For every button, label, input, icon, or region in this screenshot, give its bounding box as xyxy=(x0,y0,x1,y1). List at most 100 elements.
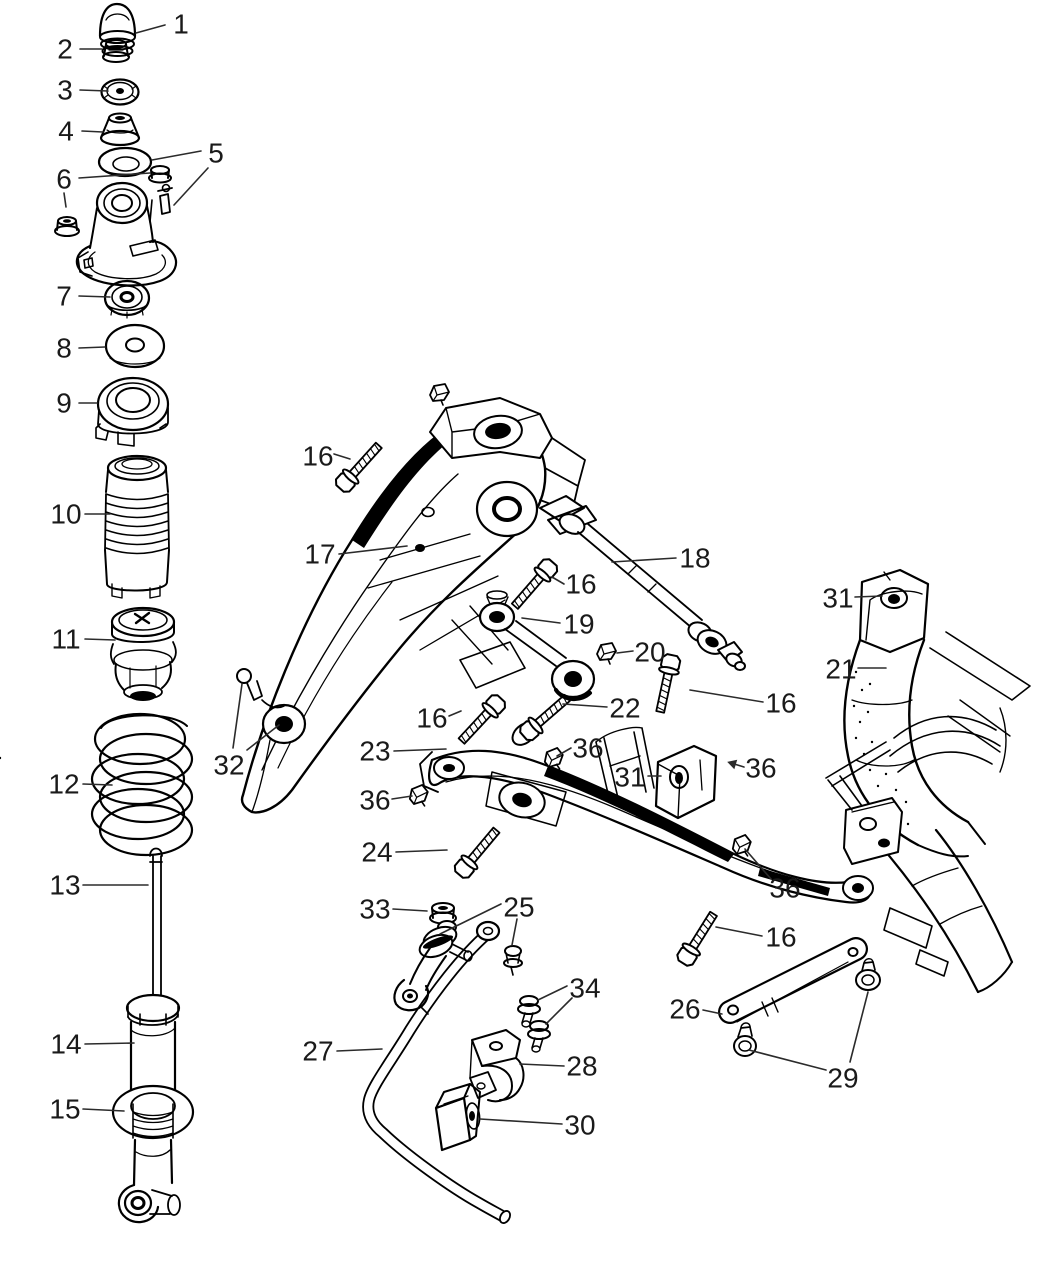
callout-18: 18 xyxy=(611,543,711,574)
leader-line xyxy=(519,1063,565,1067)
leader-line xyxy=(84,638,116,641)
leader-line xyxy=(702,1009,723,1015)
part-number-label: 33 xyxy=(359,894,390,925)
isolator-bushing xyxy=(99,112,141,147)
callout-31: 31 xyxy=(822,583,883,614)
part-number-label: 1 xyxy=(173,9,189,40)
link-screw xyxy=(503,945,523,976)
leader-line xyxy=(611,557,677,563)
leader-line xyxy=(616,650,634,654)
leader-line xyxy=(479,1118,563,1125)
part-number-label: 13 xyxy=(49,870,80,901)
mount-stud xyxy=(157,183,173,215)
callout-22: 22 xyxy=(562,693,641,724)
part-number-label: 4 xyxy=(58,116,74,147)
callout-1: 1 xyxy=(135,9,189,40)
part-number-label: 16 xyxy=(565,569,596,600)
flange-nut xyxy=(54,216,80,237)
stabilizer-bushing xyxy=(434,1083,481,1152)
callout-10: 10 xyxy=(50,499,111,530)
leader-line xyxy=(78,346,106,349)
callout-30: 30 xyxy=(479,1110,596,1141)
bolt-16a xyxy=(331,437,388,497)
part-number-label: 6 xyxy=(56,164,72,195)
callout-8: 8 xyxy=(56,333,106,364)
part-number-label: 20 xyxy=(634,637,665,668)
lateral-link xyxy=(478,590,596,702)
callout-16: 16 xyxy=(302,441,351,472)
part-number-label: 8 xyxy=(56,333,72,364)
crossmember-and-frame xyxy=(0,568,1031,994)
leader-line xyxy=(448,710,462,717)
shock-absorber xyxy=(111,993,195,1224)
bump-cap xyxy=(98,2,137,57)
bolt-24 xyxy=(450,822,506,883)
clip-nut xyxy=(429,383,450,406)
leader-line xyxy=(849,991,869,1063)
lower-control-arm xyxy=(419,726,874,904)
leader-line xyxy=(173,167,209,206)
toe-link xyxy=(539,495,746,671)
spring-seat xyxy=(95,376,170,447)
part-number-label: 31 xyxy=(822,583,853,614)
callout-5: 5 xyxy=(151,138,224,206)
callout-16: 16 xyxy=(416,703,462,734)
callout-24: 24 xyxy=(361,837,448,868)
stabilizer-link xyxy=(393,920,473,1015)
leader-line xyxy=(82,1108,125,1112)
bearing xyxy=(103,279,151,319)
leader-line xyxy=(78,172,151,179)
washer-plate xyxy=(104,323,166,369)
flange-nut xyxy=(148,165,172,184)
part-number-label: 26 xyxy=(669,994,700,1025)
part-number-label: 12 xyxy=(48,769,79,800)
bracket-screw xyxy=(527,1020,551,1053)
part-number-label: 17 xyxy=(304,539,335,570)
leader-line xyxy=(78,295,111,298)
leader-line xyxy=(551,576,565,585)
leader-line xyxy=(333,453,351,460)
callout-27: 27 xyxy=(302,1036,383,1067)
part-number-label: 36 xyxy=(769,873,800,904)
callout-20: 20 xyxy=(616,637,666,668)
leader-line xyxy=(135,24,166,34)
bolt-16e xyxy=(673,907,724,970)
leader-line xyxy=(689,689,764,703)
bolt-16c xyxy=(453,690,510,749)
leader-line xyxy=(151,150,202,161)
arm-bracket xyxy=(654,744,718,820)
part-number-label: 15 xyxy=(49,1094,80,1125)
leader-line xyxy=(63,192,67,208)
part-number-label: 29 xyxy=(827,1063,858,1094)
leader-line xyxy=(81,130,104,133)
part-number-label: 32 xyxy=(213,750,244,781)
leader-line xyxy=(748,1049,827,1071)
callout-14: 14 xyxy=(50,1029,135,1060)
leader-line xyxy=(79,89,109,92)
part-number-label: 19 xyxy=(563,609,594,640)
part-number-label: 30 xyxy=(564,1110,595,1141)
callout-15: 15 xyxy=(49,1094,125,1125)
callout-2: 2 xyxy=(57,34,103,65)
leader-line xyxy=(537,985,568,1001)
callout-29: 29 xyxy=(748,991,869,1094)
callout-36: 36 xyxy=(556,733,604,764)
leader-line xyxy=(392,908,428,912)
retainer-pin xyxy=(733,1022,757,1057)
dust-boot xyxy=(104,454,170,599)
leader-line xyxy=(562,703,608,708)
callout-9: 9 xyxy=(56,388,98,419)
frame-bracket xyxy=(827,775,903,865)
callout-26: 26 xyxy=(669,994,723,1025)
bolt-16b xyxy=(506,554,562,614)
lock-nut xyxy=(102,39,130,63)
callout-33: 33 xyxy=(359,894,428,925)
leader-line xyxy=(393,748,447,752)
leader-line xyxy=(82,783,113,786)
part-number-label: 24 xyxy=(361,837,392,868)
leader-line xyxy=(715,926,763,937)
part-number-label: 23 xyxy=(359,736,390,767)
part-number-label: 18 xyxy=(679,543,710,574)
stabilizer-link-nut xyxy=(429,902,457,925)
